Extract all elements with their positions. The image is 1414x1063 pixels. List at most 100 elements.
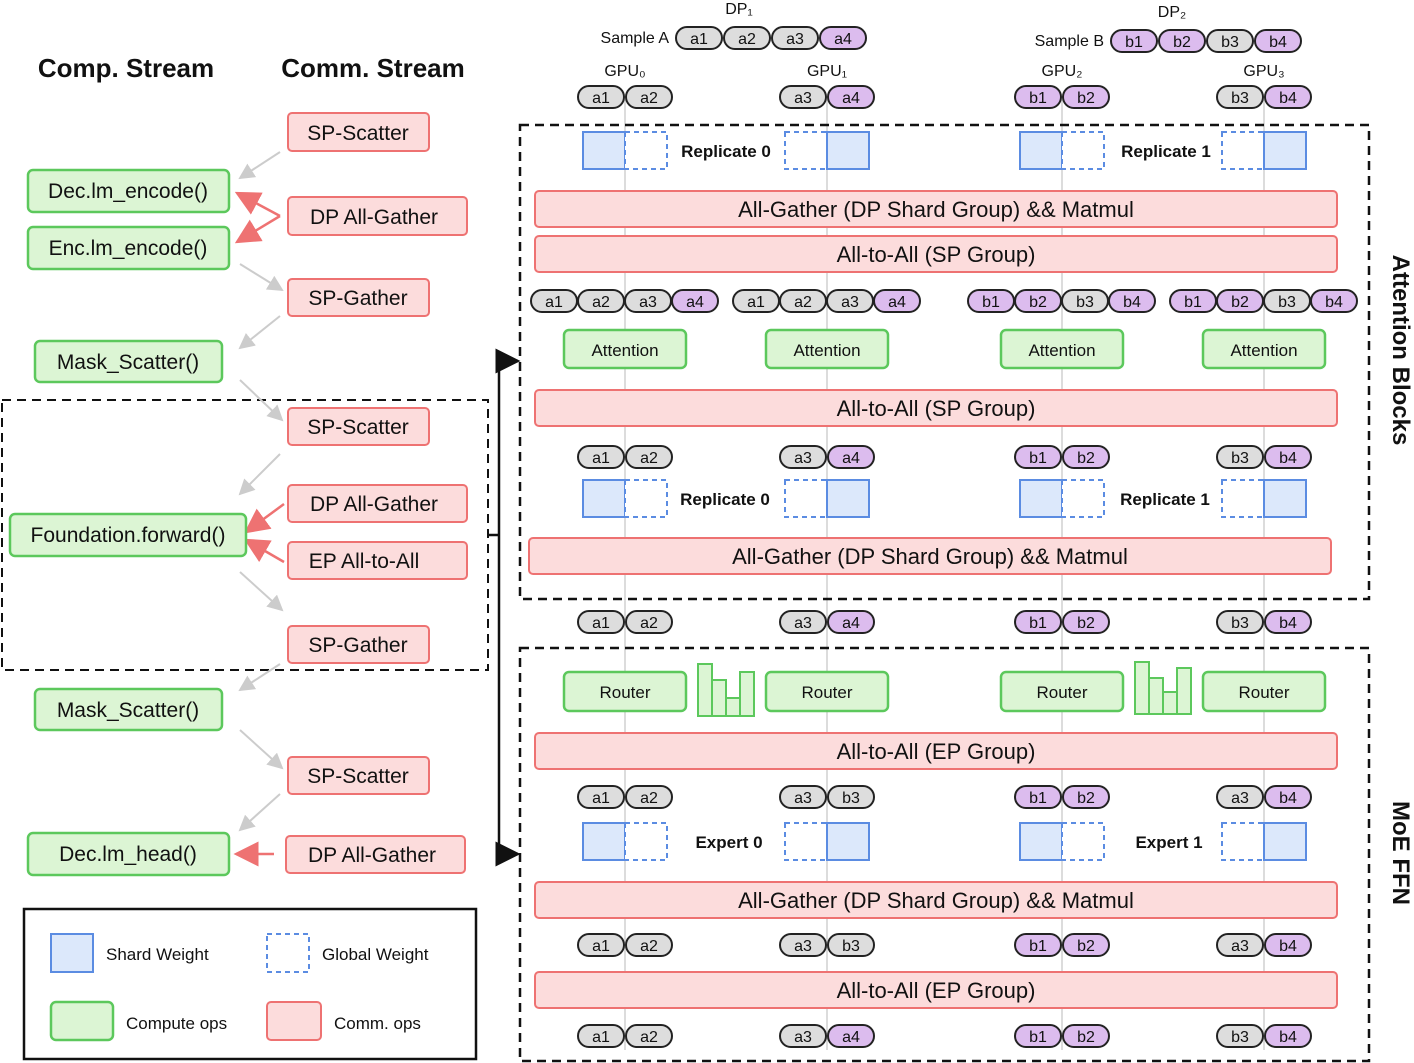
token-label: a2 — [738, 31, 756, 48]
token-b2: b2 — [1062, 85, 1110, 109]
token-label: a3 — [1231, 938, 1249, 955]
token-label: a3 — [639, 294, 657, 311]
replicate-1-label: Replicate 1 — [1121, 142, 1211, 161]
token-a4: a4 — [671, 289, 719, 313]
token-label: b4 — [1279, 450, 1297, 467]
dp-all-gather-op-3: DP All-Gather — [285, 835, 466, 874]
attention-blocks-label: Attention Blocks — [1387, 255, 1414, 446]
foundation-forward-op: Foundation.forward() — [8, 512, 248, 558]
dp1-label: DP₁ — [725, 1, 753, 18]
token-label: b4 — [1123, 294, 1141, 311]
token-label: b3 — [1231, 450, 1249, 467]
token-a2: a2 — [625, 610, 673, 634]
attn-all-to-all-sp-1: All-to-All (SP Group) — [534, 235, 1338, 273]
token-b3: b3 — [827, 785, 875, 809]
attn-all-to-all-sp-2: All-to-All (SP Group) — [534, 389, 1338, 427]
svg-text:All-Gather (DP Shard Group) &&: All-Gather (DP Shard Group) && Matmul — [732, 544, 1128, 569]
token-a4: a4 — [827, 85, 875, 109]
svg-text:All-to-All (SP Group): All-to-All (SP Group) — [837, 242, 1036, 267]
token-label: b3 — [1278, 294, 1296, 311]
expert-0-label: Expert 0 — [695, 833, 762, 852]
legend-comm-ops: Comm. ops — [266, 1001, 421, 1041]
dp2-label: DP₂ — [1158, 4, 1186, 21]
svg-text:Comm. ops: Comm. ops — [334, 1014, 421, 1033]
token-a3: a3 — [1216, 785, 1264, 809]
token-b3: b3 — [1061, 289, 1109, 313]
attention-region — [518, 123, 1371, 601]
token-label: b3 — [1221, 34, 1239, 51]
legend-compute-ops: Compute ops — [49, 1000, 227, 1042]
token-b2: b2 — [1158, 29, 1206, 53]
token-label: b2 — [1077, 938, 1095, 955]
token-b2: b2 — [1216, 289, 1264, 313]
svg-text:SP-Scatter: SP-Scatter — [307, 416, 409, 439]
token-a3: a3 — [779, 85, 827, 109]
svg-text:Compute ops: Compute ops — [126, 1014, 227, 1033]
replicate-1-label-2: Replicate 1 — [1120, 490, 1210, 509]
token-label: a3 — [841, 294, 859, 311]
legend-shard-weight: Shard Weight — [50, 933, 209, 973]
enc-lm-encode-op: Enc.lm_encode() — [26, 225, 231, 271]
token-label: a2 — [794, 294, 812, 311]
svg-text:DP All-Gather: DP All-Gather — [308, 844, 436, 867]
expansion-connector — [488, 348, 521, 867]
token-label: a4 — [686, 294, 704, 311]
token-label: a4 — [888, 294, 906, 311]
attention-op-label: Attention — [591, 341, 658, 360]
svg-text:Shard Weight: Shard Weight — [106, 945, 209, 964]
token-label: a4 — [842, 450, 860, 467]
attn-replicate-row-2: Replicate 0 Replicate 1 — [582, 479, 1307, 518]
svg-text:All-to-All (EP Group): All-to-All (EP Group) — [837, 978, 1036, 1003]
token-label: b1 — [1029, 615, 1047, 632]
svg-text:SP-Gather: SP-Gather — [308, 634, 407, 657]
token-label: b1 — [1125, 34, 1143, 51]
token-label: a1 — [690, 31, 708, 48]
token-label: a4 — [842, 90, 860, 107]
sp-scatter-op-1: SP-Scatter — [287, 112, 430, 152]
left-panel: Comp. Stream Comm. Stream — [1, 53, 521, 1061]
token-b1: b1 — [1014, 85, 1062, 109]
moe-all-gather: All-Gather (DP Shard Group) && Matmul — [534, 881, 1338, 919]
token-b1: b1 — [1014, 1024, 1062, 1048]
comp-stream-header: Comp. Stream — [38, 53, 214, 83]
svg-text:SP-Scatter: SP-Scatter — [307, 765, 409, 788]
moe-expert-row: Expert 0 Expert 1 — [582, 822, 1307, 861]
token-b3: b3 — [1216, 1024, 1264, 1048]
token-a2: a2 — [723, 26, 771, 50]
svg-text:Mask_Scatter(): Mask_Scatter() — [57, 699, 199, 722]
token-label: a1 — [592, 938, 610, 955]
token-a2: a2 — [625, 445, 673, 469]
token-label: a3 — [794, 938, 812, 955]
sp-scatter-op-2: SP-Scatter — [287, 407, 430, 446]
moe-region — [518, 646, 1371, 1063]
dp-all-gather-op-1: DP All-Gather — [287, 196, 468, 236]
svg-text:DP All-Gather: DP All-Gather — [310, 206, 438, 229]
token-b3: b3 — [1216, 85, 1264, 109]
svg-text:SP-Gather: SP-Gather — [308, 287, 407, 310]
token-a1: a1 — [577, 785, 625, 809]
token-b1: b1 — [1110, 29, 1158, 53]
token-label: a1 — [592, 1029, 610, 1046]
token-label: b2 — [1077, 450, 1095, 467]
mask-scatter-op-2: Mask_Scatter() — [33, 687, 224, 732]
token-label: a2 — [640, 450, 658, 467]
token-b2: b2 — [1014, 289, 1062, 313]
router-op-label: Router — [801, 683, 852, 702]
token-label: a4 — [842, 1029, 860, 1046]
token-label: b3 — [842, 790, 860, 807]
comm-ops: SP-Scatter DP All-Gather SP-Gather SP-Sc… — [285, 112, 468, 874]
token-a2: a2 — [625, 85, 673, 109]
sp-gather-op-2: SP-Gather — [287, 625, 430, 664]
token-a4: a4 — [827, 445, 875, 469]
token-a3: a3 — [771, 26, 819, 50]
attention-op-0: Attention — [562, 328, 688, 370]
token-b4: b4 — [1264, 933, 1312, 957]
router-op-3: Router — [1201, 670, 1327, 713]
token-b2: b2 — [1062, 445, 1110, 469]
